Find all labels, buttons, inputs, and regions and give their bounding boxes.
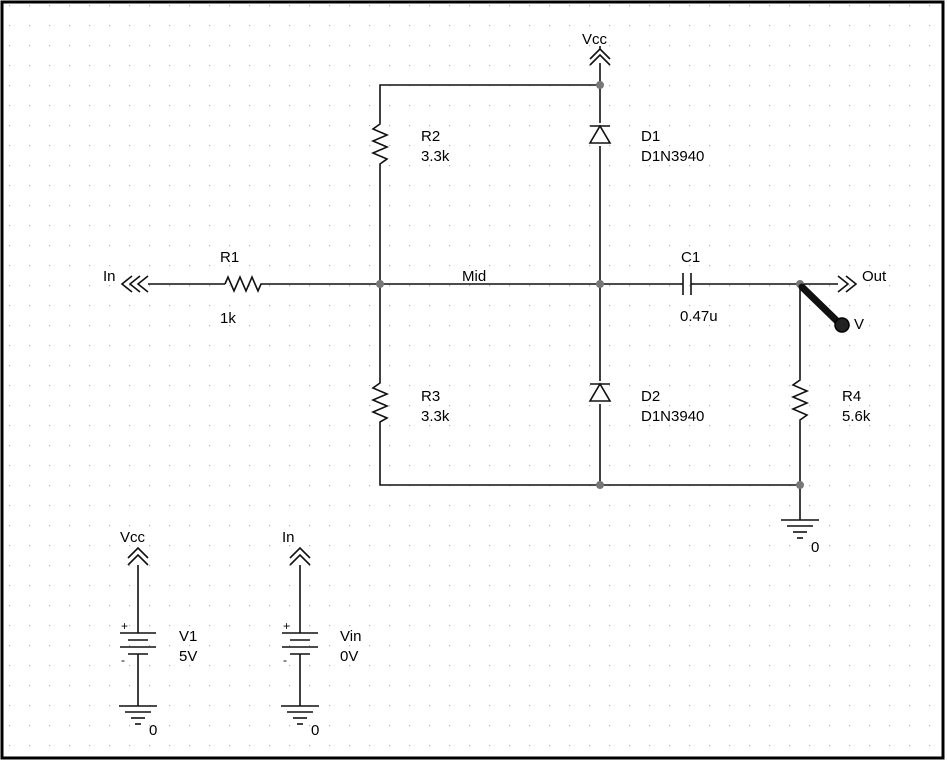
junction-dot xyxy=(376,280,384,288)
d2-ref: D2 xyxy=(641,388,660,405)
v1-vcc-label: Vcc xyxy=(120,529,146,546)
wire-bottom-rail[interactable] xyxy=(379,425,800,486)
diode-d2-triangle xyxy=(588,382,612,402)
c1-value: 0.47u xyxy=(680,308,718,325)
v1-minus-sign: - xyxy=(121,653,125,667)
c1-ref: C1 xyxy=(681,249,700,266)
resistor-r4[interactable]: R4 5.6k xyxy=(790,377,871,425)
ground-main-label: 0 xyxy=(811,539,819,556)
probe-tip-icon xyxy=(834,317,850,333)
vin-minus-sign: - xyxy=(283,653,287,667)
wires xyxy=(137,63,838,706)
grid-dots xyxy=(3,3,943,758)
vin-value: 0V xyxy=(340,648,358,665)
r1-value: 1k xyxy=(220,310,236,327)
ground-v1-label: 0 xyxy=(149,722,157,739)
junction-dot xyxy=(596,280,604,288)
r3-value: 3.3k xyxy=(421,408,450,425)
ground-main[interactable]: 0 xyxy=(781,519,819,556)
wire-r2-top[interactable] xyxy=(379,84,600,121)
diode-d1-triangle xyxy=(588,124,612,144)
source-vin[interactable]: + - Vin 0V xyxy=(282,619,361,667)
diode-d1[interactable]: D1 D1N3940 xyxy=(588,124,704,165)
voltage-probe[interactable]: V xyxy=(798,283,864,333)
v1-plus-sign: + xyxy=(121,619,128,633)
ground-vin-label: 0 xyxy=(311,722,319,739)
probe-label: V xyxy=(854,316,864,333)
d1-ref: D1 xyxy=(641,128,660,145)
r2-value: 3.3k xyxy=(421,148,450,165)
mid-net-label: Mid xyxy=(462,268,486,285)
vin-in-connector[interactable]: In xyxy=(282,529,311,566)
ground-v1[interactable]: 0 xyxy=(119,705,157,739)
resistor-r1[interactable]: R1 1k xyxy=(220,249,263,327)
v1-vcc-connector[interactable]: Vcc xyxy=(120,529,149,566)
v1-value: 5V xyxy=(179,648,197,665)
vcc-offpage-connector[interactable]: Vcc xyxy=(582,31,611,66)
junction-dot xyxy=(796,481,804,489)
r3-ref: R3 xyxy=(421,388,440,405)
vcc-net-label: Vcc xyxy=(582,31,608,48)
probe-icon xyxy=(798,283,842,326)
r4-value: 5.6k xyxy=(842,408,871,425)
junctions xyxy=(376,81,804,489)
v1-ref: V1 xyxy=(179,628,197,645)
ground-vin[interactable]: 0 xyxy=(281,705,319,739)
resistor-r3[interactable]: R3 3.3k xyxy=(370,380,450,425)
out-net-label: Out xyxy=(862,268,887,285)
junction-dot xyxy=(596,81,604,89)
in-offpage-connector[interactable]: In xyxy=(103,268,149,293)
diode-d2[interactable]: D2 D1N3940 xyxy=(588,382,704,425)
r2-ref: R2 xyxy=(421,128,440,145)
out-offpage-connector[interactable]: Out xyxy=(837,268,887,293)
d2-value: D1N3940 xyxy=(641,408,704,425)
junction-dot xyxy=(596,481,604,489)
resistor-r2-symbol xyxy=(370,121,390,167)
in-net-label: In xyxy=(103,268,116,285)
capacitor-c1[interactable]: C1 0.47u xyxy=(680,249,718,325)
resistor-r4-symbol xyxy=(790,377,810,423)
vin-plus-sign: + xyxy=(283,619,290,633)
r1-ref: R1 xyxy=(220,249,239,266)
resistor-r1-symbol xyxy=(224,274,263,294)
vin-ref: Vin xyxy=(340,628,361,645)
vin-in-label: In xyxy=(282,529,295,546)
resistor-r2[interactable]: R2 3.3k xyxy=(370,121,450,167)
d1-value: D1N3940 xyxy=(641,148,704,165)
source-v1[interactable]: + - V1 5V xyxy=(120,619,197,667)
resistor-r3-symbol xyxy=(370,380,390,425)
r4-ref: R4 xyxy=(842,388,861,405)
